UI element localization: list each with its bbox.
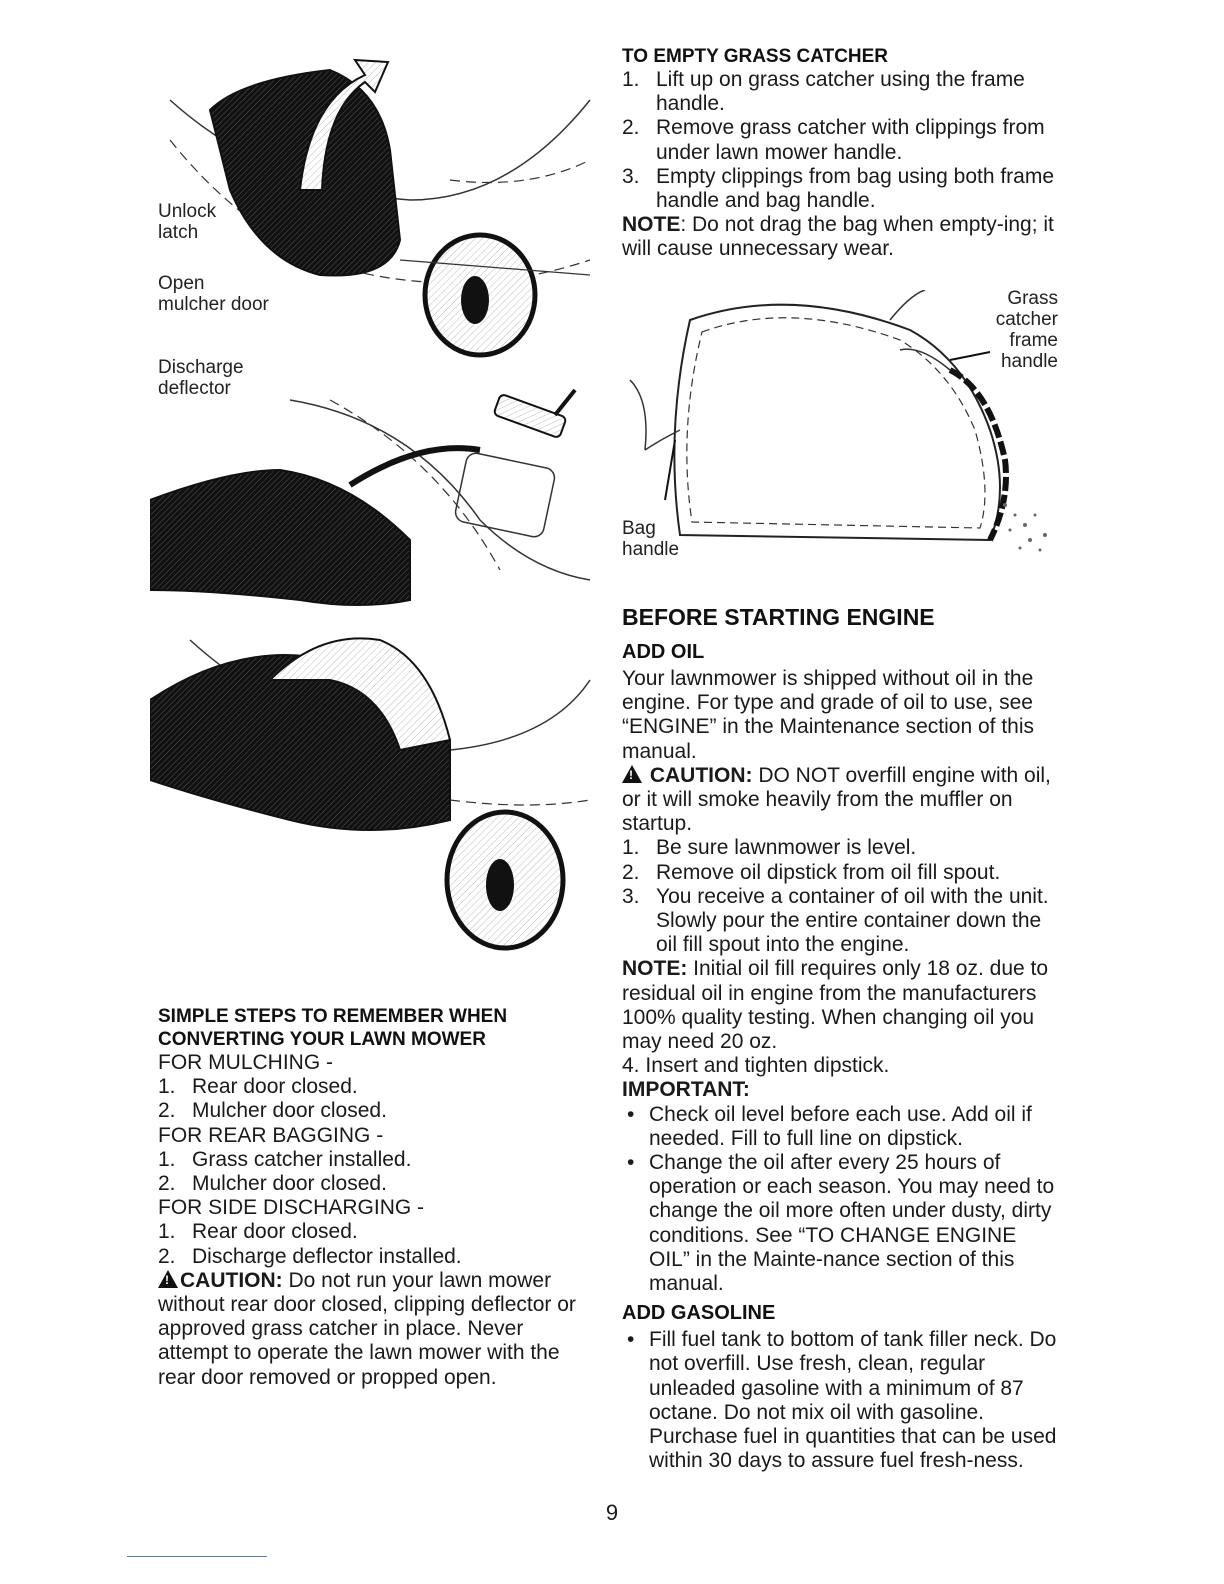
list-item: 1.Rear door closed. <box>158 1220 358 1244</box>
list-item: 1.Be sure lawnmower is level. <box>622 836 917 860</box>
before-starting-heading: BEFORE STARTING ENGINE <box>622 604 935 630</box>
mower-conversion-illustration <box>150 58 591 951</box>
grass-catcher-frame-handle-label: Grass catcher frame handle <box>995 288 1058 372</box>
conversion-steps-section: SIMPLE STEPS TO REMEMBER WHEN CONVERTING… <box>158 1005 588 1390</box>
discharge-deflector-label: Discharge deflector <box>158 357 244 399</box>
grass-catcher-illustration <box>629 290 1047 552</box>
important-bullets: •Check oil level before each use. Add oi… <box>622 1103 1062 1297</box>
warning-icon <box>158 1269 178 1288</box>
list-item: 2.Remove grass catcher with clippings fr… <box>622 116 1045 164</box>
page-number: 9 <box>605 1500 619 1525</box>
list-item: 1.Grass catcher installed. <box>158 1147 412 1171</box>
clippings-icon <box>1003 503 1047 552</box>
gasoline-bullets: •Fill fuel tank to bottom of tank filler… <box>622 1328 1062 1473</box>
discharge-deflector-figure <box>150 388 591 606</box>
oil-steps: 1.Be sure lawnmower is level. 2.Remove o… <box>622 836 1062 957</box>
empty-catcher-note: NOTE: Do not drag the bag when empty-ing… <box>622 213 1054 261</box>
list-item: •Change the oil after every 25 hours of … <box>627 1151 1055 1296</box>
important-label: IMPORTANT: <box>622 1078 750 1102</box>
unlock-latch-label: Unlock latch <box>158 201 217 243</box>
list-item: 2.Mulcher door closed. <box>158 1172 387 1196</box>
mulching-label: FOR MULCHING - <box>158 1051 333 1074</box>
list-item: 2.Discharge deflector installed. <box>158 1244 462 1268</box>
add-oil-heading: ADD OIL <box>622 641 705 663</box>
warning-icon <box>622 764 642 783</box>
conversion-heading-line1: SIMPLE STEPS TO REMEMBER WHEN <box>158 1006 508 1027</box>
list-item: 3.You receive a container of oil with th… <box>622 884 1049 957</box>
mower-caution: CAUTION: Do not run your lawn mower with… <box>158 1269 588 1390</box>
bottom-rule <box>127 1556 267 1557</box>
add-oil-intro: Your lawnmower is shipped without oil in… <box>622 667 1035 763</box>
list-item: 2.Mulcher door closed. <box>158 1099 387 1123</box>
list-item: 3.Empty clippings from bag using both fr… <box>622 164 1055 213</box>
rear-bagging-label: FOR REAR BAGGING - <box>158 1123 384 1147</box>
empty-grass-catcher-section: TO EMPTY GRASS CATCHER 1.Lift up on gras… <box>622 45 1062 262</box>
mulcher-door-figure <box>169 58 591 358</box>
side-discharging-steps: 1.Rear door closed. 2.Discharge deflecto… <box>158 1220 588 1268</box>
empty-catcher-heading: TO EMPTY GRASS CATCHER <box>622 46 889 67</box>
bag-handle-label: Bag handle <box>622 518 680 560</box>
open-mulcher-door-label: Open mulcher door <box>158 273 269 315</box>
list-item: 1.Rear door closed. <box>158 1075 358 1099</box>
list-item: •Check oil level before each use. Add oi… <box>627 1102 1032 1150</box>
rear-bagging-steps: 1.Grass catcher installed. 2.Mulcher doo… <box>158 1148 588 1196</box>
list-item: 1.Lift up on grass catcher using the fra… <box>622 68 1025 116</box>
side-discharging-label: FOR SIDE DISCHARGING - <box>158 1196 425 1220</box>
list-item: •Fill fuel tank to bottom of tank filler… <box>627 1328 1057 1473</box>
before-starting-section: BEFORE STARTING ENGINE ADD OIL Your lawn… <box>622 604 1062 1474</box>
conversion-heading-line2: CONVERTING YOUR LAWN MOWER <box>158 1029 486 1050</box>
mulching-steps: 1.Rear door closed. 2.Mulcher door close… <box>158 1075 588 1123</box>
add-gasoline-heading: ADD GASOLINE <box>622 1302 776 1325</box>
empty-catcher-steps: 1.Lift up on grass catcher using the fra… <box>622 68 1062 213</box>
oil-step-4: 4. Insert and tighten dipstick. <box>622 1054 890 1078</box>
oil-note: NOTE: Initial oil fill requires only 18 … <box>622 957 1049 1054</box>
oil-caution: CAUTION: DO NOT overfill engine with oil… <box>622 764 1062 837</box>
list-item: 2.Remove oil dipstick from oil fill spou… <box>622 860 1001 884</box>
mulcher-door-closed-figure <box>150 637 591 951</box>
